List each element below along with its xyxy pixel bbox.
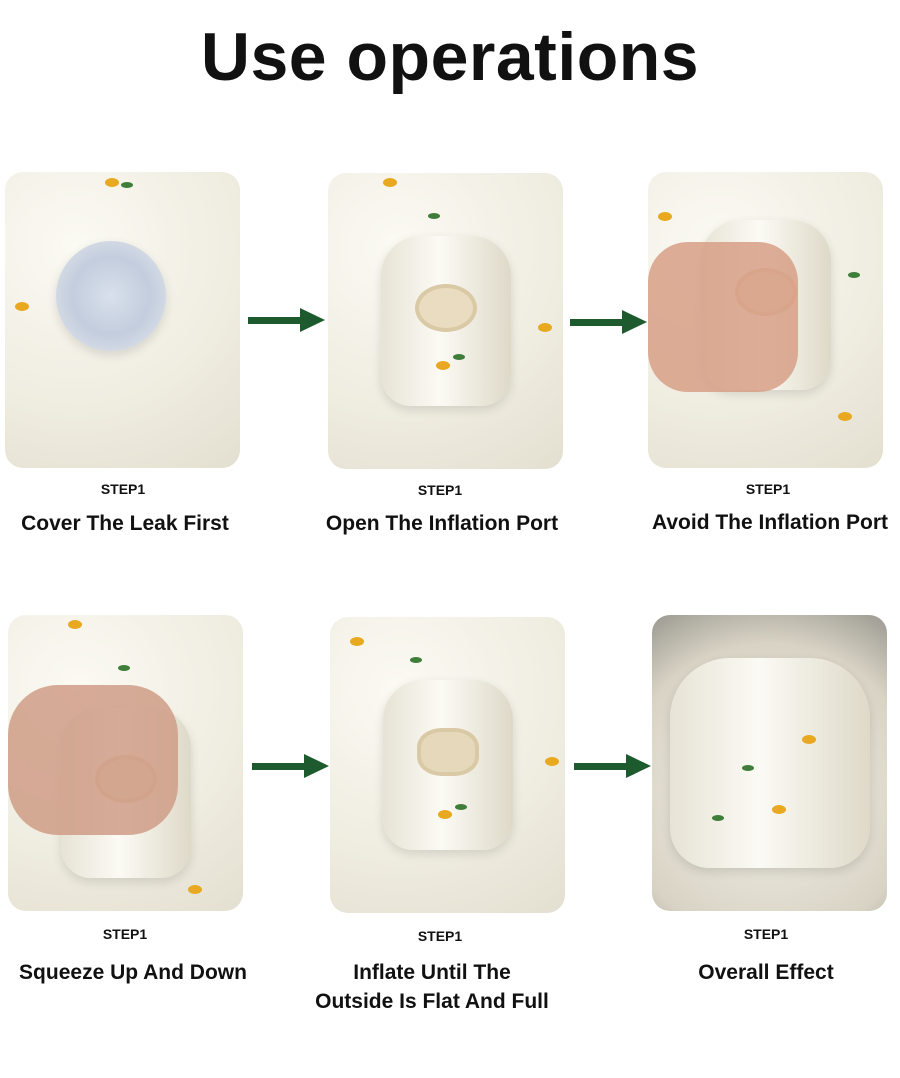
- photo-avoid-port: [648, 172, 883, 468]
- arrow-right-icon: [570, 310, 648, 334]
- step-caption-line1: Inflate Until The: [353, 961, 511, 984]
- step-label: STEP1: [417, 482, 463, 498]
- step-caption: Inflate Until The Outside Is Flat And Fu…: [272, 958, 592, 1016]
- step-label: STEP1: [743, 926, 789, 942]
- step-caption: Open The Inflation Port: [325, 512, 559, 535]
- step-label: STEP1: [745, 481, 791, 497]
- photo-inflate: [330, 617, 565, 913]
- arrow-right-icon: [248, 308, 326, 332]
- photo-open-port: [328, 173, 563, 469]
- step-label: STEP1: [100, 481, 146, 497]
- page-title: Use operations: [200, 19, 700, 95]
- arrow-right-icon: [252, 754, 330, 778]
- photo-overall-effect: [652, 615, 887, 911]
- step-label: STEP1: [102, 926, 148, 942]
- step-label: STEP1: [417, 928, 463, 944]
- arrow-right-icon: [574, 754, 652, 778]
- step-caption: Cover The Leak First: [21, 512, 229, 535]
- photo-cover-leak: [5, 172, 240, 468]
- step-caption: Avoid The Inflation Port: [651, 511, 889, 534]
- step-caption: Overall Effect: [698, 961, 834, 984]
- step-caption: Squeeze Up And Down: [19, 961, 247, 984]
- photo-squeeze: [8, 615, 243, 911]
- step-caption-line2: Outside Is Flat And Full: [315, 990, 549, 1013]
